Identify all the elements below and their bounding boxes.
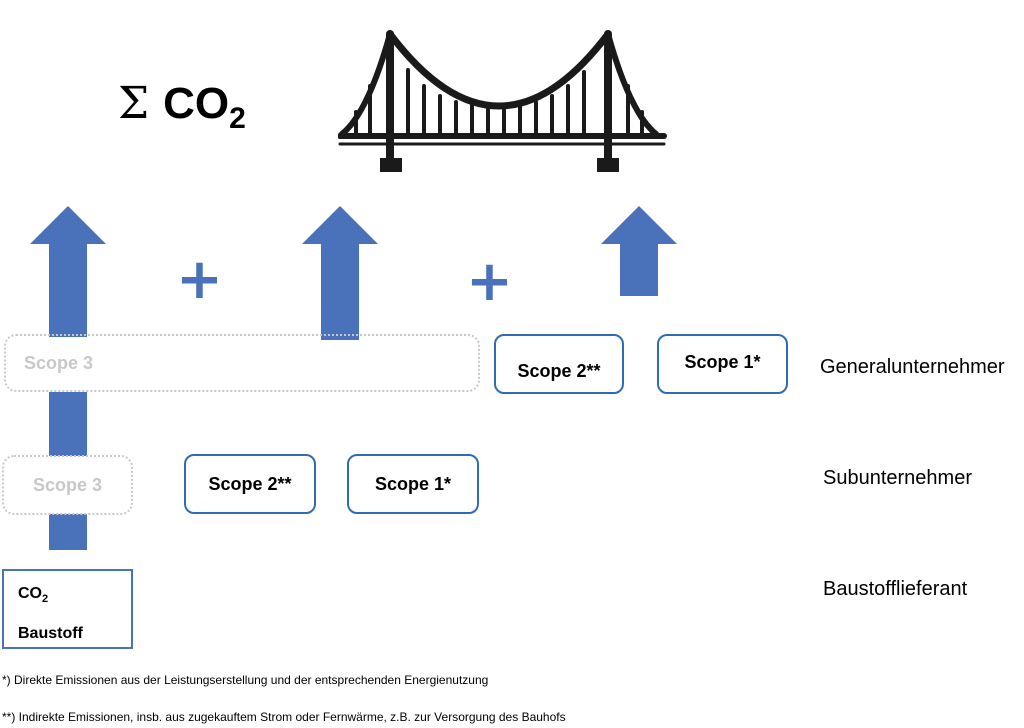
scope3-arrow-shaft-mid xyxy=(49,392,87,456)
row-label-generalunternehmer: Generalunternehmer xyxy=(820,356,1005,378)
gu-scope2-label: Scope 2** xyxy=(517,360,601,381)
gu-scope1-label: Scope 1* xyxy=(684,351,761,372)
footnote-scope2: **) Indirekte Emissionen, insb. aus zuge… xyxy=(2,710,566,724)
supplier-co: CO xyxy=(18,585,42,602)
scope1-arrow-shaft xyxy=(620,244,658,296)
supplier-baustoff-label: Baustoff xyxy=(18,625,83,642)
supplier-co2-box: CO2 Baustoff xyxy=(2,569,133,649)
suspension-bridge-icon xyxy=(338,30,667,172)
scope3-arrow-head xyxy=(30,206,106,244)
scope2-arrow-head xyxy=(302,206,378,244)
gu-scope3-box: Scope 3 xyxy=(4,334,480,392)
sigma-symbol: Σ xyxy=(118,78,150,129)
su-scope2-box: Scope 2** xyxy=(184,454,316,514)
supplier-co2-text: CO2 xyxy=(18,585,48,605)
scope2-arrow-shaft xyxy=(321,244,359,340)
sum-co2-title: Σ CO2 xyxy=(118,78,246,136)
supplier-co-subscript: 2 xyxy=(42,593,49,606)
title-co: CO xyxy=(163,79,230,128)
su-scope3-box: Scope 3 xyxy=(2,455,133,515)
scope3-arrow-shaft-top xyxy=(49,244,87,337)
title-subscript: 2 xyxy=(229,102,246,135)
su-scope1-box: Scope 1* xyxy=(347,454,479,514)
scope1-arrow-head xyxy=(601,206,677,244)
gu-scope2-box: Scope 2** xyxy=(494,334,624,394)
gu-scope3-label: Scope 3 xyxy=(24,352,94,373)
su-scope3-label: Scope 3 xyxy=(32,474,103,495)
row-label-baustofflieferant: Baustofflieferant xyxy=(823,578,968,600)
row-label-subunternehmer: Subunternehmer xyxy=(823,467,972,489)
plus-operator-2: + xyxy=(466,249,513,314)
gu-scope1-box: Scope 1* xyxy=(657,334,788,394)
su-scope1-label: Scope 1* xyxy=(374,473,452,494)
footnote-scope1: *) Direkte Emissionen aus der Leistungse… xyxy=(2,673,489,687)
su-scope2-label: Scope 2** xyxy=(208,473,292,494)
plus-operator-1: + xyxy=(176,247,223,312)
scope3-arrow-shaft-bottom xyxy=(49,514,87,550)
